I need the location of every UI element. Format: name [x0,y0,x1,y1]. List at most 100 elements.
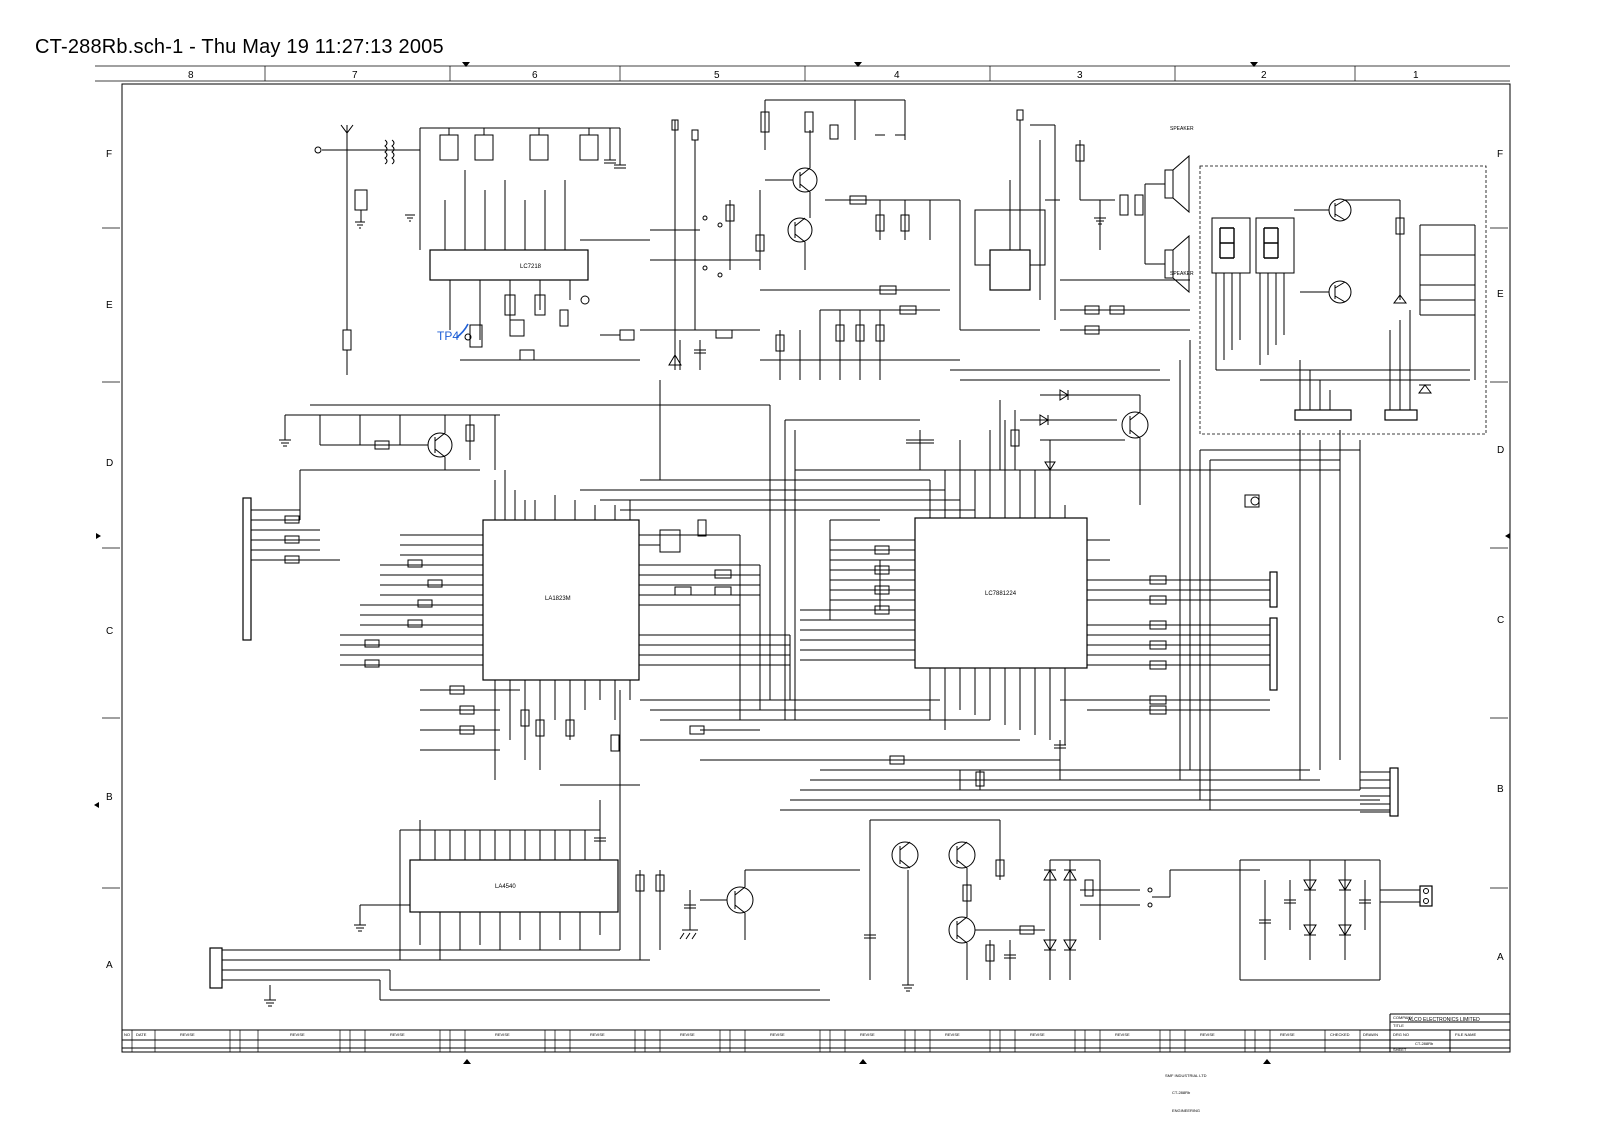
transistor-icon [891,841,919,869]
zone-left-F: F [106,149,112,160]
zone-top-5: 5 [714,70,720,81]
zone-left-A: A [106,960,113,971]
ic-tuner [429,249,589,281]
model-label: CT-288Rb [1415,1041,1434,1046]
zone-right-E: E [1497,289,1504,300]
file-name-label: FILE NAME [1455,1032,1476,1037]
zone-left-D: D [106,458,113,469]
drawing-border [121,83,1511,1053]
rev-revise-header: REVISE [1115,1032,1130,1037]
bridge-rectifier [1239,859,1433,981]
connector-cn401 [1360,767,1399,817]
amplifier-section: SPEAKER SPEAKER [959,109,1194,335]
zone-top-7: 7 [352,70,358,81]
rev-revise-header: REVISE [290,1032,305,1037]
connector-cn301 [242,469,480,641]
zone-top-4: 4 [894,70,900,81]
rf-tuner-section: LC7218 TP4 [314,124,650,375]
rev-revise-header: REVISE [770,1032,785,1037]
signal-buses [580,340,1390,811]
footer-line-3: ENGINEERING [1172,1108,1200,1113]
ic-la1823-label: LA1823M [545,596,571,602]
transistor-icon [787,217,813,243]
rev-revise-header: REVISE [495,1032,510,1037]
ic-lc7881-block: LC7881224 [800,420,1270,745]
rev-revise-header: REVISE [590,1032,605,1037]
ic-lc7881-label: LC7881224 [985,591,1017,597]
bias-network [279,404,771,700]
connector-cn704 [1294,409,1352,421]
zone-ruler-sides: F E D C B A F E D C B A [94,149,1510,971]
footer-line-1: SMF INDUSTRIAL LTD [1165,1073,1207,1078]
connector-cn703 [1384,409,1418,421]
antenna-icon [340,124,354,150]
transistor-icon [948,841,976,869]
ic-lc7881 [914,517,1088,669]
zone-right-D: D [1497,445,1504,456]
seven-segment-display-icon [1255,217,1295,274]
company-label: COMPANY [1393,1015,1413,1020]
ic-la4540 [409,859,619,913]
transistor-icon [1328,280,1352,304]
company-name: ALCO ELECTRONICS LIMITED [1408,1017,1480,1023]
drawn-label: DRAWN [1363,1032,1378,1037]
ic-tuner-label: LC7218 [520,264,542,270]
transistor-icon [792,167,818,193]
rev-revise-header: REVISE [180,1032,195,1037]
rev-revise-header: REVISE [860,1032,875,1037]
speaker-bottom-icon [1164,234,1190,294]
transistor-icon [427,432,453,458]
rev-revise-header: REVISE [390,1032,405,1037]
rev-revise-header: REVISE [1280,1032,1295,1037]
transistor-icon [1121,411,1149,439]
zone-top-8: 8 [188,70,194,81]
power-supply-section [864,819,1260,992]
zone-left-E: E [106,300,113,311]
title-block: COMPANY ALCO ELECTRONICS LIMITED TITLE D… [122,1013,1510,1064]
zone-top-3: 3 [1077,70,1083,81]
transistor-icon [726,886,754,914]
speaker-bottom-label: SPEAKER [1170,271,1194,277]
zone-left-C: C [106,626,113,637]
zone-left-B: B [106,792,113,803]
rev-no-header: NO [124,1032,130,1037]
drg-no-label: DRG NO [1393,1032,1409,1037]
transistor-icon [948,916,976,944]
connector-cn702 [1269,617,1278,691]
speaker-top-label: SPEAKER [1170,126,1194,132]
ic-la1823 [482,519,640,681]
ic-la1823-block: LA1823M [340,470,790,786]
speaker-top-icon [1164,154,1190,214]
seven-segment-display-icon [1211,217,1251,274]
footer-line-2: CT-288Rb [1172,1090,1191,1095]
rev-revise-header: REVISE [1200,1032,1215,1037]
title-label: TITLE [1393,1023,1404,1028]
connector-cn403 [209,947,276,1007]
control-diodes [999,389,1260,508]
footer-stamp: SMF INDUSTRIAL LTD CT-288Rb ENGINEERING [1165,1073,1207,1113]
tp4-annotation: TP4 [437,329,459,343]
zone-right-C: C [1497,615,1504,626]
rev-revise-header: REVISE [680,1032,695,1037]
checked-label: CHECKED [1330,1032,1350,1037]
ic-la4540-label: LA4540 [495,884,516,890]
connector-cn701 [1269,571,1278,608]
zone-top-6: 6 [532,70,538,81]
sheet-label: SHEET [1393,1047,1407,1052]
zone-right-B: B [1497,784,1504,795]
ic-la4540-block: LA4540 [230,690,830,1001]
zone-top-2: 2 [1261,70,1267,81]
transistor-icon [1328,198,1352,222]
zone-ruler-top: 8 7 6 5 4 3 2 1 [95,62,1510,82]
page-title: CT-288Rb.sch-1 - Thu May 19 11:27:13 200… [35,36,444,58]
rev-revise-header: REVISE [945,1032,960,1037]
rev-revise-header: REVISE [1030,1032,1045,1037]
mute-circuit [679,869,860,940]
if-stage-section [640,99,960,380]
zone-top-1: 1 [1413,70,1419,81]
ic-amplifier [989,249,1031,291]
zone-right-F: F [1497,149,1503,160]
zone-right-A: A [1497,952,1504,963]
display-module [1199,165,1487,435]
